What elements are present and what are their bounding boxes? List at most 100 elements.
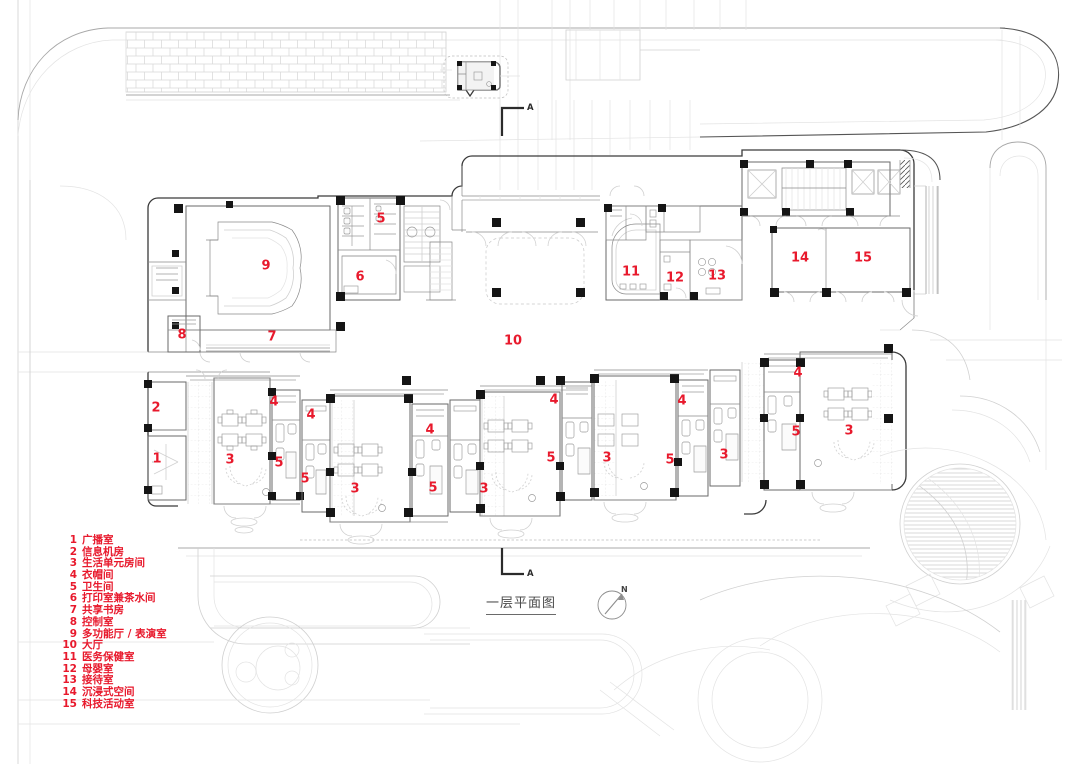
landscape-paths-lower-left bbox=[18, 548, 675, 737]
legend-label: 信息机房 bbox=[82, 545, 124, 558]
legend-number: 1 bbox=[69, 534, 77, 546]
legend-number: 5 bbox=[69, 580, 77, 593]
room-7-shared-study bbox=[185, 329, 337, 363]
legend-number: 10 bbox=[62, 639, 77, 652]
legend-label: 大厅 bbox=[82, 639, 103, 652]
room-number-5: 5 bbox=[665, 453, 674, 468]
room-number-4: 4 bbox=[677, 394, 686, 409]
legend-label: 卫生间 bbox=[82, 580, 114, 593]
room-number-3: 3 bbox=[225, 453, 234, 468]
legend-number: 13 bbox=[62, 674, 77, 687]
room-number-11: 11 bbox=[622, 265, 640, 280]
landscape-circular-feature bbox=[613, 447, 1055, 763]
legend-label: 医务保健室 bbox=[82, 650, 135, 663]
legend-label: 控制室 bbox=[82, 615, 114, 628]
room-number-3: 3 bbox=[350, 482, 359, 497]
room-number-5: 5 bbox=[376, 212, 385, 227]
rooms-5-6-service-core bbox=[336, 196, 441, 301]
plan-title: 一层平面图 bbox=[486, 592, 557, 615]
legend-row: 11 医务保健室 bbox=[62, 650, 167, 664]
legend-number: 2 bbox=[69, 545, 77, 558]
legend-label: 生活单元房间 bbox=[82, 557, 145, 570]
room-number-7: 7 bbox=[267, 330, 276, 345]
room-number-14: 14 bbox=[791, 251, 809, 266]
legend-number: 3 bbox=[69, 557, 77, 570]
site-paving-strips bbox=[126, 99, 691, 190]
legend-label: 多功能厅 / 表演室 bbox=[82, 627, 167, 640]
legend-row: 1 广播室 bbox=[62, 534, 167, 547]
east-wing-outline bbox=[880, 292, 919, 331]
legend-number: 6 bbox=[69, 592, 77, 605]
legend-number: 12 bbox=[62, 662, 77, 675]
section-marker-top: A bbox=[500, 103, 534, 136]
room-number-4: 4 bbox=[549, 393, 558, 408]
rooms-11-12-13-clinic-cluster bbox=[604, 185, 743, 301]
legend-row: 13 接待室 bbox=[62, 675, 167, 687]
legend-label: 广播室 bbox=[82, 534, 114, 546]
paved-plaza-hatch bbox=[125, 31, 450, 96]
legend-label: 打印室兼茶水间 bbox=[82, 592, 156, 605]
south-terrace-edge bbox=[178, 539, 870, 557]
unit-c-living-block bbox=[449, 376, 593, 539]
legend-label: 接待室 bbox=[82, 674, 114, 687]
room-number-5: 5 bbox=[428, 481, 437, 496]
room-number-4: 4 bbox=[793, 366, 802, 381]
room-number-15: 15 bbox=[854, 251, 872, 266]
room-number-12: 12 bbox=[666, 271, 684, 286]
section-label-top-a: A bbox=[527, 103, 534, 113]
legend-row: 8 控制室 bbox=[62, 615, 167, 629]
room-number-4: 4 bbox=[306, 408, 315, 423]
north-arrow: N bbox=[597, 585, 628, 620]
room-number-6: 6 bbox=[355, 270, 364, 285]
room-number-5: 5 bbox=[546, 451, 555, 466]
legend-number: 15 bbox=[62, 697, 77, 710]
legend-row: 7 共享书房 bbox=[62, 604, 167, 617]
unit-d-living-block bbox=[590, 369, 709, 523]
legend-label: 母婴室 bbox=[82, 662, 114, 675]
legend-number: 4 bbox=[69, 569, 77, 582]
room-number-3: 3 bbox=[844, 424, 853, 439]
rooms-14-15-activity-block bbox=[770, 149, 941, 303]
legend-label: 共享书房 bbox=[82, 604, 124, 617]
legend-row: 12 母婴室 bbox=[62, 662, 167, 676]
room-number-13: 13 bbox=[708, 269, 726, 284]
legend-row: 4 衣帽间 bbox=[62, 569, 167, 582]
room-number-8: 8 bbox=[177, 328, 186, 343]
north-arrow-label: N bbox=[621, 585, 628, 594]
room-legend: 1 广播室 2 信息机房 3 生活单元房间 4 衣帽间 5 卫生间 6 打印室兼茶水间 7 共享书房 8 控制… bbox=[62, 534, 167, 711]
legend-row: 9 多功能厅 / 表演室 bbox=[62, 627, 167, 641]
legend-row: 15 科技活动室 bbox=[62, 697, 167, 711]
legend-number: 8 bbox=[69, 615, 77, 628]
landscape-right-strips bbox=[911, 329, 1062, 470]
left-site-edge bbox=[18, 180, 148, 540]
legend-number: 11 bbox=[62, 650, 77, 663]
legend-number: 14 bbox=[62, 685, 77, 698]
legend-number: 9 bbox=[69, 627, 77, 640]
room-number-5: 5 bbox=[274, 456, 283, 471]
legend-row: 10 大厅 bbox=[62, 639, 167, 652]
legend-label: 衣帽间 bbox=[82, 569, 114, 582]
room-number-4: 4 bbox=[269, 395, 278, 410]
room-number-1: 1 bbox=[152, 452, 161, 467]
legend-row: 3 生活单元房间 bbox=[62, 558, 167, 570]
unit-a-living-block bbox=[144, 369, 304, 534]
section-label-bottom-a: A bbox=[527, 569, 534, 579]
room-number-4: 4 bbox=[425, 423, 434, 438]
room-10-lobby bbox=[402, 195, 600, 385]
legend-number: 7 bbox=[69, 604, 77, 617]
legend-row: 2 信息机房 bbox=[62, 545, 167, 559]
unit-b-living-block bbox=[301, 389, 449, 545]
legend-row: 5 卫生间 bbox=[62, 580, 167, 594]
room-number-5: 5 bbox=[791, 425, 800, 440]
legend-row: 6 打印室兼茶水间 bbox=[62, 593, 167, 605]
room-number-2: 2 bbox=[151, 401, 160, 416]
legend-label: 科技活动室 bbox=[82, 697, 135, 710]
section-marker-bottom: A bbox=[500, 548, 534, 579]
room-number-10: 10 bbox=[504, 334, 522, 349]
room-8-control-room bbox=[167, 315, 201, 353]
room-number-5: 5 bbox=[300, 472, 309, 487]
vertical-circulation-core bbox=[740, 160, 911, 227]
